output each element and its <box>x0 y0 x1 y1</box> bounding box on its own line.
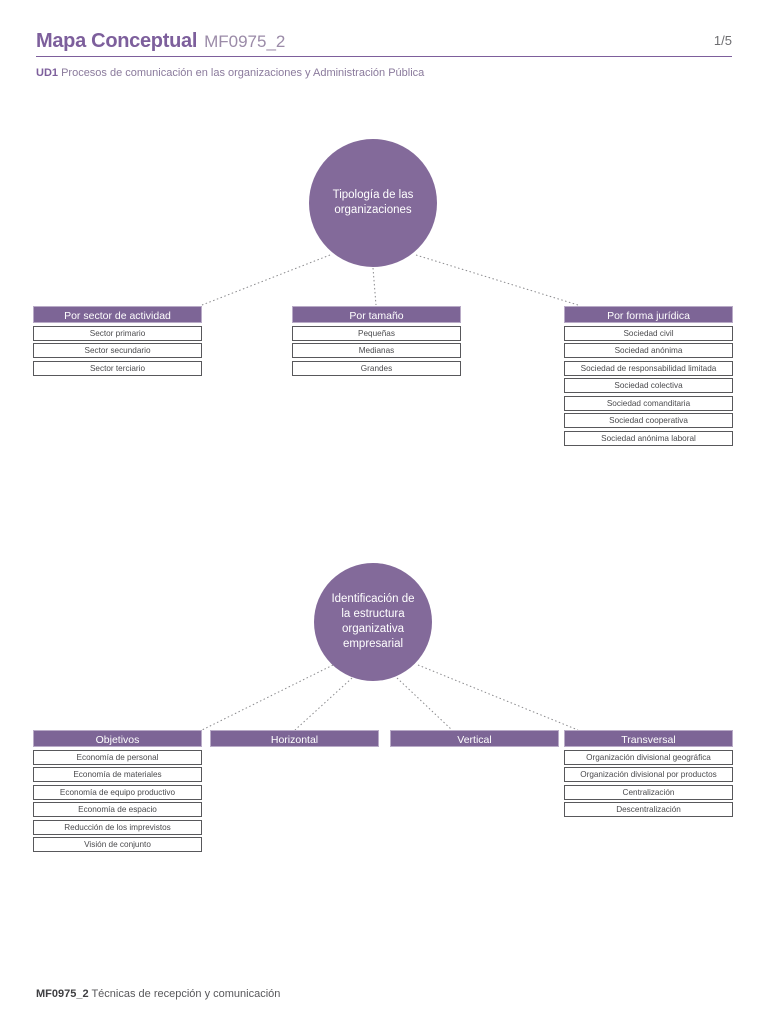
unit-title: Procesos de comunicación en las organiza… <box>58 67 425 79</box>
hub-node-tipologia: Tipología de las organizaciones <box>309 139 437 267</box>
branch-item[interactable]: Economía de materiales <box>33 767 202 782</box>
branch-column-objetivos: Objetivos Economía de personal Economía … <box>33 730 202 852</box>
branch-item[interactable]: Sociedad de responsabilidad limitada <box>564 360 733 376</box>
hub-node-identificacion: Identificación de la estructura organiza… <box>314 563 432 681</box>
branch-header[interactable]: Objetivos <box>33 730 202 747</box>
page-number: 1/5 <box>713 33 732 48</box>
footer-code: MF0975_2 <box>36 988 89 1000</box>
branch-item[interactable]: Sociedad anónima laboral <box>564 430 733 446</box>
concept-map-1: Tipología de las organizaciones Por sect… <box>0 120 768 450</box>
page-title-code: MF0975_2 <box>204 32 286 51</box>
branch-item[interactable]: Organización divisional por productos <box>564 767 733 782</box>
branch-item[interactable]: Sociedad civil <box>564 325 733 341</box>
branch-item[interactable]: Sector secundario <box>33 343 202 358</box>
branch-item[interactable]: Economía de espacio <box>33 802 202 817</box>
branch-item[interactable]: Sociedad cooperativa <box>564 413 733 428</box>
connector-line <box>294 677 353 731</box>
page-title: Mapa Conceptual MF0975_2 <box>36 28 732 54</box>
branch-item[interactable]: Grandes <box>292 360 461 376</box>
page-title-main: Mapa Conceptual <box>36 30 198 52</box>
unit-code: UD1 <box>36 67 59 79</box>
branch-column-por-sector-de-actividad: Por sector de actividad Sector primario … <box>33 306 202 376</box>
branch-item[interactable]: Visión de conjunto <box>33 837 202 852</box>
branch-item[interactable]: Medianas <box>292 343 461 358</box>
concept-map-2: Identificación de la estructura organiza… <box>0 548 768 858</box>
connector-line <box>372 267 377 306</box>
unit-subtitle: UD1 Procesos de comunicación en las orga… <box>36 66 424 81</box>
connector-line <box>396 677 453 731</box>
connector-line <box>417 664 579 731</box>
connector-line <box>201 664 334 731</box>
branch-item[interactable]: Pequeñas <box>292 325 461 341</box>
branch-item[interactable]: Sector primario <box>33 325 202 341</box>
branch-column-por-forma-juridica: Por forma jurídica Sociedad civil Socied… <box>564 306 733 446</box>
footer-text: Técnicas de recepción y comunicación <box>88 988 281 1000</box>
branch-header[interactable]: Transversal <box>564 730 733 747</box>
branch-item[interactable]: Economía de personal <box>33 749 202 765</box>
connector-line <box>415 254 579 306</box>
page-footer: MF0975_2 Técnicas de recepción y comunic… <box>36 987 280 1002</box>
branch-item[interactable]: Sector terciario <box>33 360 202 376</box>
page-header: Mapa Conceptual MF0975_2 1/5 UD1 Procesos… <box>0 0 768 100</box>
branch-item[interactable]: Sociedad colectiva <box>564 378 733 393</box>
branch-item[interactable]: Reducción de los imprevistos <box>33 819 202 835</box>
branch-column-vertical: Vertical <box>390 730 559 747</box>
header-divider <box>36 56 732 58</box>
branch-header[interactable]: Por tamaño <box>292 306 461 323</box>
branch-header[interactable]: Horizontal <box>210 730 379 747</box>
branch-column-horizontal: Horizontal <box>210 730 379 747</box>
branch-item[interactable]: Sociedad anónima <box>564 343 733 358</box>
connector-line <box>201 254 331 306</box>
branch-header[interactable]: Por forma jurídica <box>564 306 733 323</box>
branch-header[interactable]: Por sector de actividad <box>33 306 202 323</box>
branch-column-por-tamano: Por tamaño Pequeñas Medianas Grandes <box>292 306 461 376</box>
hub-label: Identificación de la estructura organiza… <box>331 593 415 650</box>
branch-item[interactable]: Organización divisional geográfica <box>564 749 733 765</box>
branch-item[interactable]: Sociedad comanditaria <box>564 395 733 411</box>
branch-header[interactable]: Vertical <box>390 730 559 747</box>
branch-item[interactable]: Descentralización <box>564 802 733 817</box>
branch-column-transversal: Transversal Organización divisional geog… <box>564 730 733 817</box>
branch-item[interactable]: Economía de equipo productivo <box>33 784 202 800</box>
hub-label: Tipología de las organizaciones <box>332 189 414 216</box>
branch-item[interactable]: Centralización <box>564 784 733 800</box>
